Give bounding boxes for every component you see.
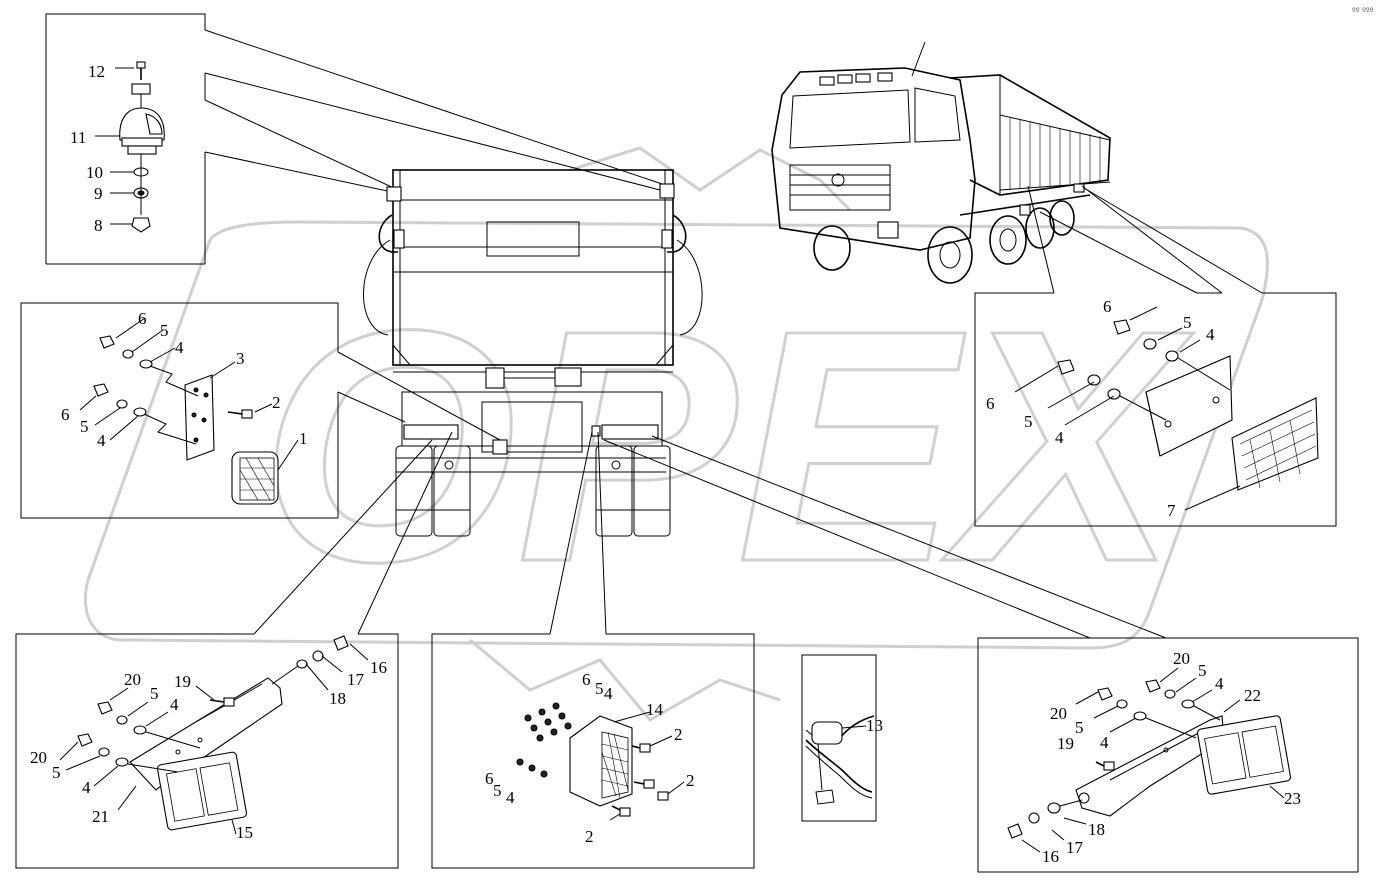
callout-5f: 5 [52,763,61,782]
callout-17b: 17 [1066,838,1084,857]
callout-19a: 19 [174,672,191,691]
callout-5j: 5 [1075,718,1084,737]
callout-6f: 6 [485,769,494,788]
panel-bottom-right: 20 5 4 22 20 5 4 19 23 18 17 16 [603,435,1359,873]
callout-4d: 4 [1055,428,1064,447]
truck-illustration [771,41,1111,284]
callout-1: 1 [299,429,308,448]
callout-21: 21 [92,807,109,826]
callout-4a: 4 [175,338,184,357]
callout-10: 10 [86,163,103,182]
panel-bottom-small: 13 [801,654,883,822]
callout-13: 13 [866,716,883,735]
callout-6c: 6 [1103,297,1112,316]
callout-20c: 20 [1173,649,1190,668]
callout-4h: 4 [506,788,515,807]
panel-top-left: 12 11 10 9 8 [45,13,669,265]
callout-5b: 5 [80,417,89,436]
callout-5h: 5 [493,781,502,800]
callout-8: 8 [94,216,103,235]
truck-rear-view [363,169,703,537]
callout-18a: 18 [329,689,346,708]
callout-20d: 20 [1050,704,1067,723]
callout-5a: 5 [160,321,169,340]
callout-5e: 5 [150,684,159,703]
callout-3: 3 [236,349,245,368]
callout-2b: 2 [674,725,683,744]
callout-20a: 20 [124,670,141,689]
callout-6a: 6 [138,309,147,328]
callout-20b: 20 [30,748,47,767]
callout-4e: 4 [170,695,179,714]
callout-15: 15 [236,823,253,842]
callout-9: 9 [94,184,103,203]
panel-right-middle: 6 5 4 6 5 4 7 [974,185,1337,527]
callout-17a: 17 [347,670,365,689]
callout-19b: 19 [1057,734,1074,753]
callout-4c: 4 [1206,325,1215,344]
callout-4f: 4 [82,778,91,797]
callout-23: 23 [1284,789,1301,808]
callout-12: 12 [88,62,105,81]
callout-16b: 16 [1042,847,1059,866]
callout-4b: 4 [97,431,106,450]
callout-6b: 6 [61,405,70,424]
callout-5d: 5 [1024,412,1033,431]
callout-14: 14 [646,700,664,719]
callout-4i: 4 [1215,674,1224,693]
callout-6e: 6 [582,670,591,689]
callout-7: 7 [1167,501,1176,520]
callout-5i: 5 [1198,661,1207,680]
callout-22: 22 [1244,686,1261,705]
callout-6d: 6 [986,394,995,413]
callout-5c: 5 [1183,313,1192,332]
callout-16a: 16 [370,658,387,677]
callout-4g: 4 [604,684,613,703]
callout-2d: 2 [585,827,594,846]
callout-2c: 2 [686,771,695,790]
callout-5g: 5 [595,679,604,698]
panel-left-middle: 6 5 4 3 2 6 5 4 1 [20,302,501,519]
callout-2a: 2 [272,393,281,412]
panel-bottom-left: 20 5 4 19 16 17 18 20 5 4 21 15 [15,431,453,869]
callout-18b: 18 [1088,820,1105,839]
callout-4j: 4 [1100,733,1109,752]
corner-mark: ºº ººº [1352,6,1374,15]
panel-bottom-center: 6 5 4 14 2 6 5 4 2 2 [431,431,755,869]
callout-11: 11 [70,128,86,147]
